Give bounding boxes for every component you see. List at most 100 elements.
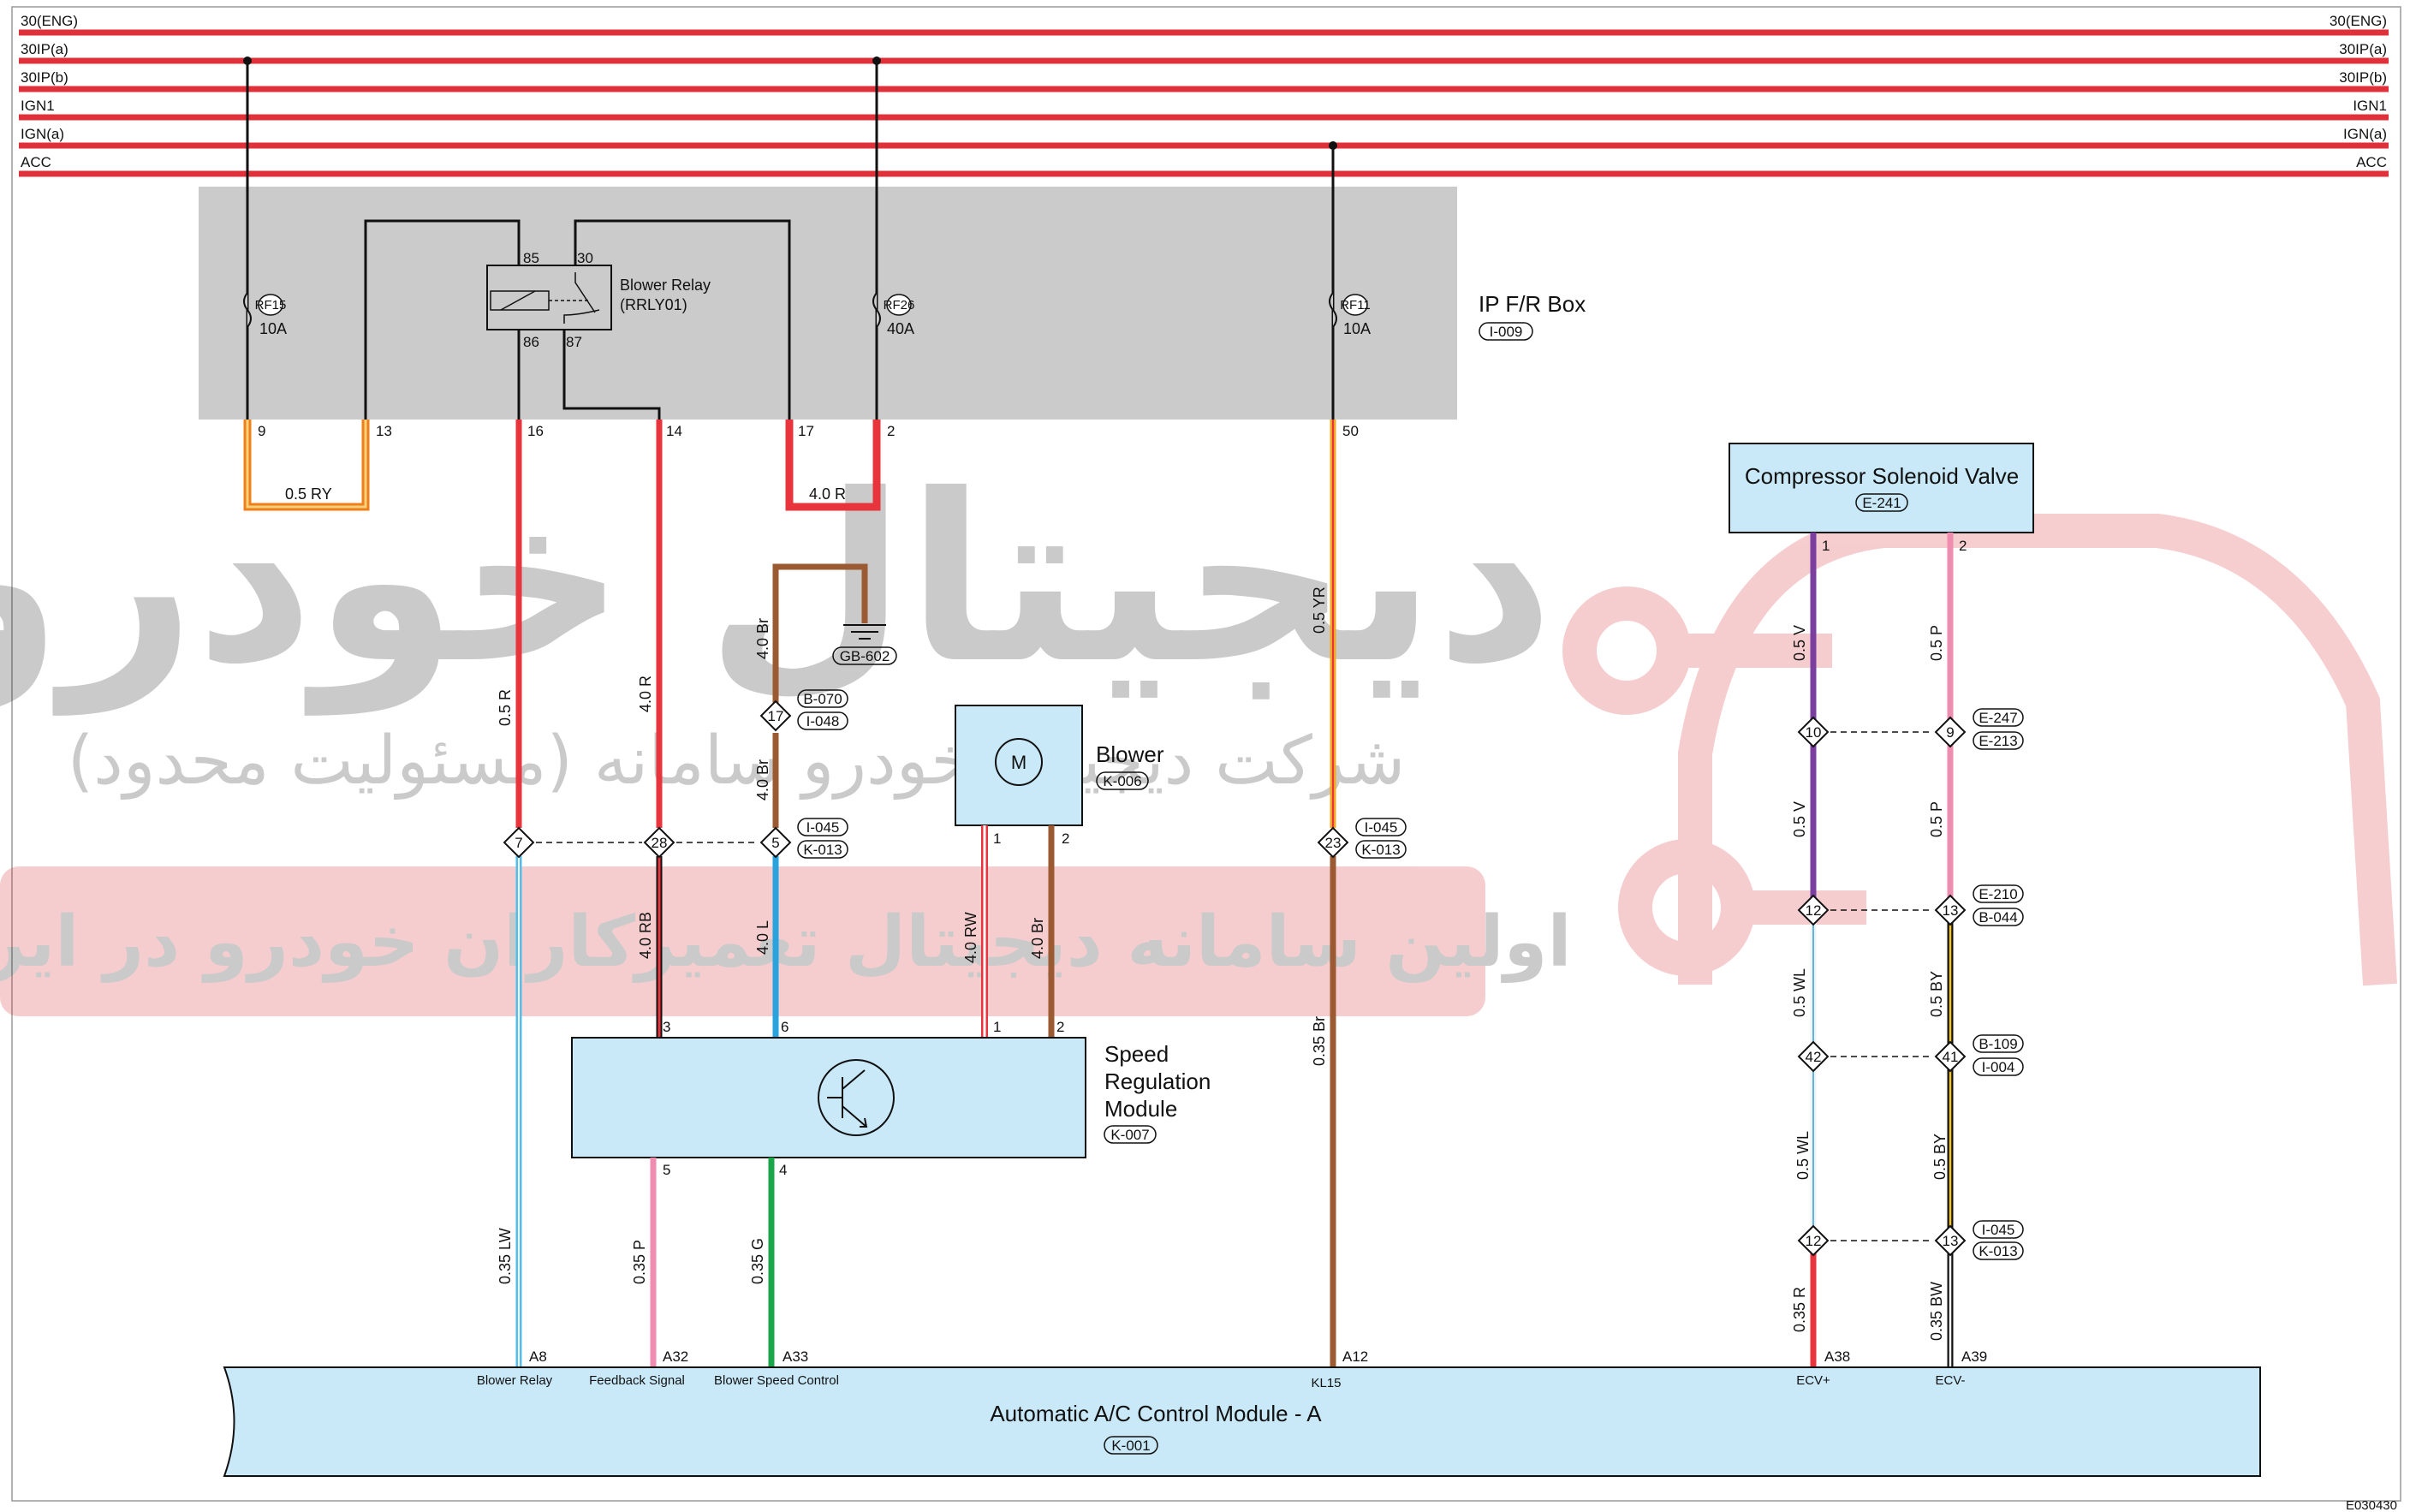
blower-pin: 2 bbox=[1062, 830, 1069, 847]
fuse-id: RF11 bbox=[1340, 298, 1371, 313]
relay-pin: 30 bbox=[577, 250, 593, 266]
ipbox-pin: 17 bbox=[798, 423, 814, 439]
srm-code: K-007 bbox=[1110, 1127, 1149, 1143]
compressor-solenoid-valve: Compressor Solenoid Valve E-241 1 2 bbox=[1729, 443, 2034, 554]
svg-text:13: 13 bbox=[1943, 902, 1959, 919]
rail-label-right: 30IP(b) bbox=[2339, 69, 2387, 86]
junction-dot bbox=[1329, 141, 1337, 150]
connector-28: 28 bbox=[643, 826, 675, 859]
relay-switch-icon bbox=[563, 272, 600, 324]
connector-17: 17 B-070 I-048 bbox=[759, 689, 848, 732]
connector-12: 12 bbox=[1797, 894, 1830, 926]
rail-label-right: ACC bbox=[2356, 154, 2387, 170]
connector-12: 12 bbox=[1797, 1224, 1830, 1257]
ip-fr-box bbox=[199, 187, 1457, 420]
wire-label: 0.5 YR bbox=[1311, 586, 1328, 634]
wire-label: 4.0 RB bbox=[637, 912, 654, 959]
wire-label: 0.5 WL bbox=[1791, 968, 1808, 1017]
ground-icon bbox=[843, 624, 886, 640]
connector-13: 13 E-210 B-044 bbox=[1934, 884, 2024, 926]
acm-pin: A32 bbox=[663, 1348, 688, 1365]
connector-41: 41 B-109 I-004 bbox=[1934, 1034, 2024, 1076]
relay-name: Blower Relay bbox=[620, 277, 711, 294]
wire-label: 4.0 Br bbox=[754, 759, 771, 801]
wire-label: 4.0 Br bbox=[754, 618, 771, 659]
wire-label: 0.5 BY bbox=[1931, 1134, 1949, 1180]
srm-pin: 3 bbox=[663, 1019, 670, 1035]
connector-code: I-048 bbox=[806, 713, 840, 729]
connector-code: B-109 bbox=[1979, 1036, 2017, 1052]
csv-code: E-241 bbox=[1862, 495, 1901, 511]
watermark-banner bbox=[0, 866, 1485, 1016]
connector-code: K-013 bbox=[1979, 1243, 2017, 1259]
relay-code: (RRLY01) bbox=[620, 296, 687, 313]
wire-label: 0.5 V bbox=[1791, 625, 1808, 661]
acm-pin-label: KL15 bbox=[1311, 1376, 1341, 1390]
connector-code: K-013 bbox=[803, 842, 842, 858]
wire-label: 0.35 BW bbox=[1928, 1282, 1945, 1341]
relay-wiring bbox=[364, 219, 791, 420]
ipbox-pin: 9 bbox=[258, 423, 265, 439]
wire-label: 4.0 R bbox=[809, 485, 846, 503]
connector-5: 5 I-045 K-013 bbox=[759, 818, 848, 859]
svg-text:41: 41 bbox=[1943, 1049, 1959, 1065]
motor-symbol: M bbox=[1011, 752, 1026, 773]
srm-pin: 1 bbox=[993, 1019, 1001, 1035]
wire-label: 0.5 WL bbox=[1794, 1131, 1812, 1180]
acm-name: Automatic A/C Control Module - A bbox=[990, 1401, 1322, 1426]
ip-fr-box-code: I-009 bbox=[1479, 322, 1533, 341]
svg-text:12: 12 bbox=[1806, 1233, 1822, 1249]
connector-code: I-045 bbox=[806, 819, 840, 836]
rail-label-left: 30IP(b) bbox=[21, 69, 68, 86]
wire-4-0-r bbox=[785, 420, 881, 511]
ipbox-pin: 50 bbox=[1342, 423, 1359, 439]
ip-fr-box-title: IP F/R Box bbox=[1479, 291, 1586, 317]
wire-0-5-ry bbox=[243, 420, 370, 511]
ipbox-pin: 16 bbox=[527, 423, 544, 439]
ac-control-module: Automatic A/C Control Module - A K-001 A… bbox=[223, 1348, 2261, 1477]
fuse-rf26: RF26 40A bbox=[872, 292, 915, 337]
fuse-id: RF26 bbox=[884, 298, 915, 313]
rail-label-right: IGN(a) bbox=[2343, 126, 2387, 142]
wire-label: 0.35 LW bbox=[497, 1228, 514, 1284]
fuse-rf15: RF15 10A bbox=[243, 292, 287, 337]
acm-pin-label: Feedback Signal bbox=[589, 1373, 685, 1388]
wire-label: 0.35 G bbox=[749, 1238, 766, 1284]
acm-pin-label: Blower Speed Control bbox=[714, 1373, 839, 1388]
csv-name: Compressor Solenoid Valve bbox=[1745, 463, 2019, 489]
blower-code: K-006 bbox=[1103, 773, 1141, 789]
connector-10: 10 bbox=[1797, 716, 1830, 748]
srm-pin: 2 bbox=[1056, 1019, 1064, 1035]
blower-relay: 85 30 86 87 Blower Relay (RRLY01) bbox=[486, 250, 711, 350]
srm-pin: 6 bbox=[781, 1019, 788, 1035]
connector-code: I-004 bbox=[1982, 1059, 2015, 1075]
rail-label-left: IGN1 bbox=[21, 98, 55, 114]
wire-label: 4.0 R bbox=[637, 676, 654, 712]
acm-pin: A8 bbox=[529, 1348, 547, 1365]
speed-regulation-module: Speed Regulation Module K-007 3 6 1 2 5 … bbox=[571, 1019, 1211, 1178]
svg-text:9: 9 bbox=[1946, 724, 1954, 741]
connector-42: 42 bbox=[1797, 1040, 1830, 1073]
acm-pin: A33 bbox=[783, 1348, 808, 1365]
ipbox-pin: 2 bbox=[887, 423, 895, 439]
rail-label-left: 30(ENG) bbox=[21, 13, 78, 29]
relay-pin: 86 bbox=[523, 334, 539, 350]
wire-label: 0.35 P bbox=[631, 1240, 648, 1284]
fuse-feeds bbox=[246, 61, 1335, 420]
svg-text:13: 13 bbox=[1943, 1233, 1959, 1249]
blower-name: Blower bbox=[1096, 741, 1164, 767]
wire-label: 0.5 P bbox=[1928, 625, 1945, 661]
junction-dot bbox=[872, 57, 881, 65]
acm-pin: A39 bbox=[1961, 1348, 1987, 1365]
svg-text:GB-602: GB-602 bbox=[840, 648, 890, 664]
wire-label: 0.35 Br bbox=[1311, 1016, 1328, 1066]
figure-code: E030430 bbox=[2346, 1498, 2397, 1512]
wire-label: 4.0 Br bbox=[1029, 918, 1046, 959]
connector-code: B-070 bbox=[803, 691, 842, 707]
connector-code: K-013 bbox=[1361, 842, 1400, 858]
fuse-rating: 10A bbox=[259, 320, 287, 337]
watermark-slogan: اولین سامانه دیجیتال تعمیرکاران خودرو در… bbox=[0, 902, 1572, 984]
connector-13: 13 I-045 K-013 bbox=[1934, 1220, 2024, 1260]
svg-text:28: 28 bbox=[652, 835, 668, 851]
connector-code: B-044 bbox=[1979, 909, 2017, 926]
